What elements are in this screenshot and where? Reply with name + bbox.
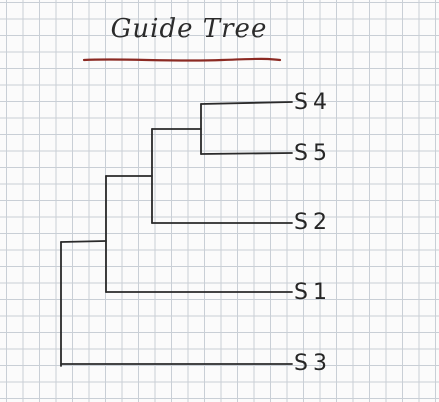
- leaf-label-s1: S1: [294, 280, 332, 305]
- leaf-label-s2: S2: [294, 210, 332, 235]
- branch-s4: [200, 101, 293, 105]
- branch-s5: [200, 152, 293, 155]
- leaf-label-s4: S4: [294, 90, 332, 115]
- branch-inner-clade: [60, 240, 107, 243]
- title-underline: [82, 57, 282, 62]
- leaf-label-s5: S5: [294, 141, 332, 166]
- diagram-title: Guide Tree: [110, 14, 268, 44]
- leaf-label-s3: S3: [294, 351, 332, 376]
